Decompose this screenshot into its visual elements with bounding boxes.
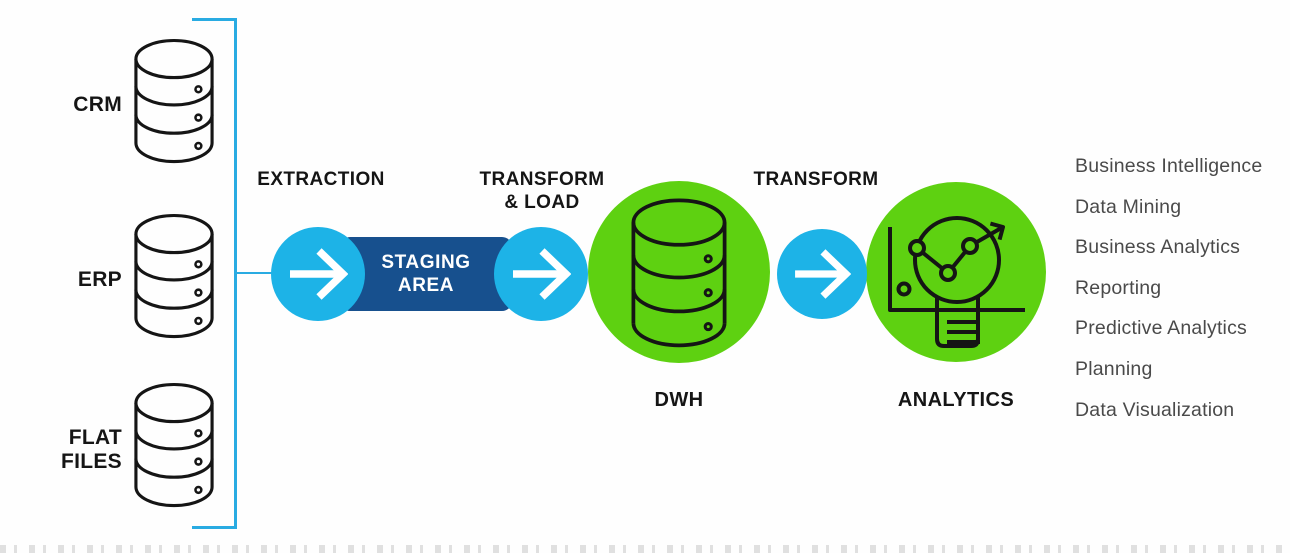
list-item: Predictive Analytics xyxy=(1075,317,1247,340)
source-label-crm: CRM xyxy=(73,93,122,116)
list-item: Planning xyxy=(1075,357,1153,380)
extraction-label: EXTRACTION xyxy=(257,169,385,190)
transform-load-line2: & LOAD xyxy=(504,192,580,213)
flat-files-database-icon xyxy=(134,382,214,508)
transform-arrow-circle xyxy=(777,229,867,319)
crm-database-icon xyxy=(134,38,214,164)
analytics-lightbulb-chart-icon xyxy=(888,216,1025,348)
erp-database-icon xyxy=(134,213,214,339)
dwh-circle xyxy=(588,181,770,363)
arrow-right-icon xyxy=(513,248,571,300)
bracket-bottom-tick xyxy=(192,526,237,529)
arrow-right-icon xyxy=(290,248,348,300)
dwh-database-icon xyxy=(631,198,727,348)
extraction-arrow-circle xyxy=(271,227,365,321)
staging-area-box: STAGING AREA xyxy=(340,237,512,311)
staging-area-line1: STAGING xyxy=(381,252,471,273)
dwh-label: DWH xyxy=(654,389,704,411)
list-item: Business Intelligence xyxy=(1075,155,1263,177)
list-item: Reporting xyxy=(1075,276,1162,299)
analytics-label: ANALYTICS xyxy=(897,389,1015,411)
staging-area-line2: AREA xyxy=(397,275,455,296)
transform-label: TRANSFORM xyxy=(753,169,879,190)
list-item: Business Analytics xyxy=(1075,236,1241,259)
list-item: Data Visualization xyxy=(1075,398,1235,421)
source-label-erp: ERP xyxy=(77,268,122,291)
cut-off-bottom-row xyxy=(0,545,1290,553)
analytics-outputs-list: Business Intelligence Data Mining Busine… xyxy=(1075,146,1262,430)
bracket-to-extraction-connector xyxy=(237,272,274,274)
transform-load-arrow-circle xyxy=(494,227,588,321)
bracket-top-tick xyxy=(192,18,237,21)
arrow-right-icon xyxy=(795,249,851,299)
transform-load-line1: TRANSFORM xyxy=(479,169,605,190)
transform-load-label: TRANSFORM & LOAD xyxy=(452,168,632,214)
list-item: Data Mining xyxy=(1075,195,1182,218)
source-label-flat-files: FLAT FILES xyxy=(60,426,122,473)
bracket-vertical-line xyxy=(234,18,237,529)
